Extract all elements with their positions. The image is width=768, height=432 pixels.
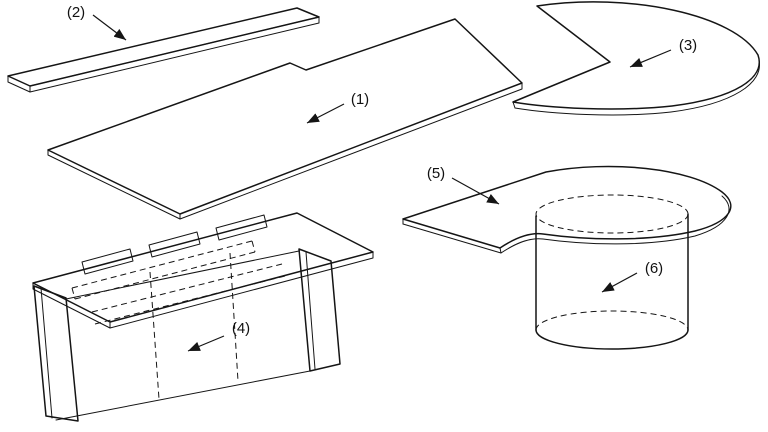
slot-3: [215, 214, 268, 241]
callout-1: (1): [306, 91, 369, 124]
callout-3-leader: [629, 49, 672, 68]
callout-4-leader: [187, 335, 225, 352]
part-4-desk-frame: [32, 212, 374, 422]
part-2-edge-strip: [7, 7, 320, 93]
callout-2: (2): [67, 4, 127, 41]
callout-3: (3): [629, 37, 697, 68]
slot-1: [81, 248, 134, 275]
slot-2: [148, 231, 201, 258]
callout-4: (4): [187, 320, 250, 352]
right-leg: [298, 248, 341, 372]
callout-1-label: (1): [351, 91, 369, 108]
callout-6-leader: [601, 272, 638, 293]
part-6-cylinder-pedestal: [535, 194, 689, 350]
callout-3-label: (3): [679, 37, 697, 54]
left-leg: [33, 285, 79, 422]
part-3-round-panel: [512, 1, 761, 116]
callout-6: (6): [601, 260, 663, 293]
callout-1-leader: [306, 103, 345, 124]
part-5-curved-top: [402, 165, 732, 254]
callout-5: (5): [427, 165, 500, 205]
callout-5-leader: [451, 177, 500, 205]
callout-2-leader: [92, 14, 127, 41]
callout-2-label: (2): [67, 4, 85, 21]
callout-5-label: (5): [427, 165, 445, 182]
callout-4-label: (4): [232, 320, 250, 337]
part-1-desktop-panel: [47, 18, 523, 220]
callout-6-label: (6): [645, 260, 663, 277]
